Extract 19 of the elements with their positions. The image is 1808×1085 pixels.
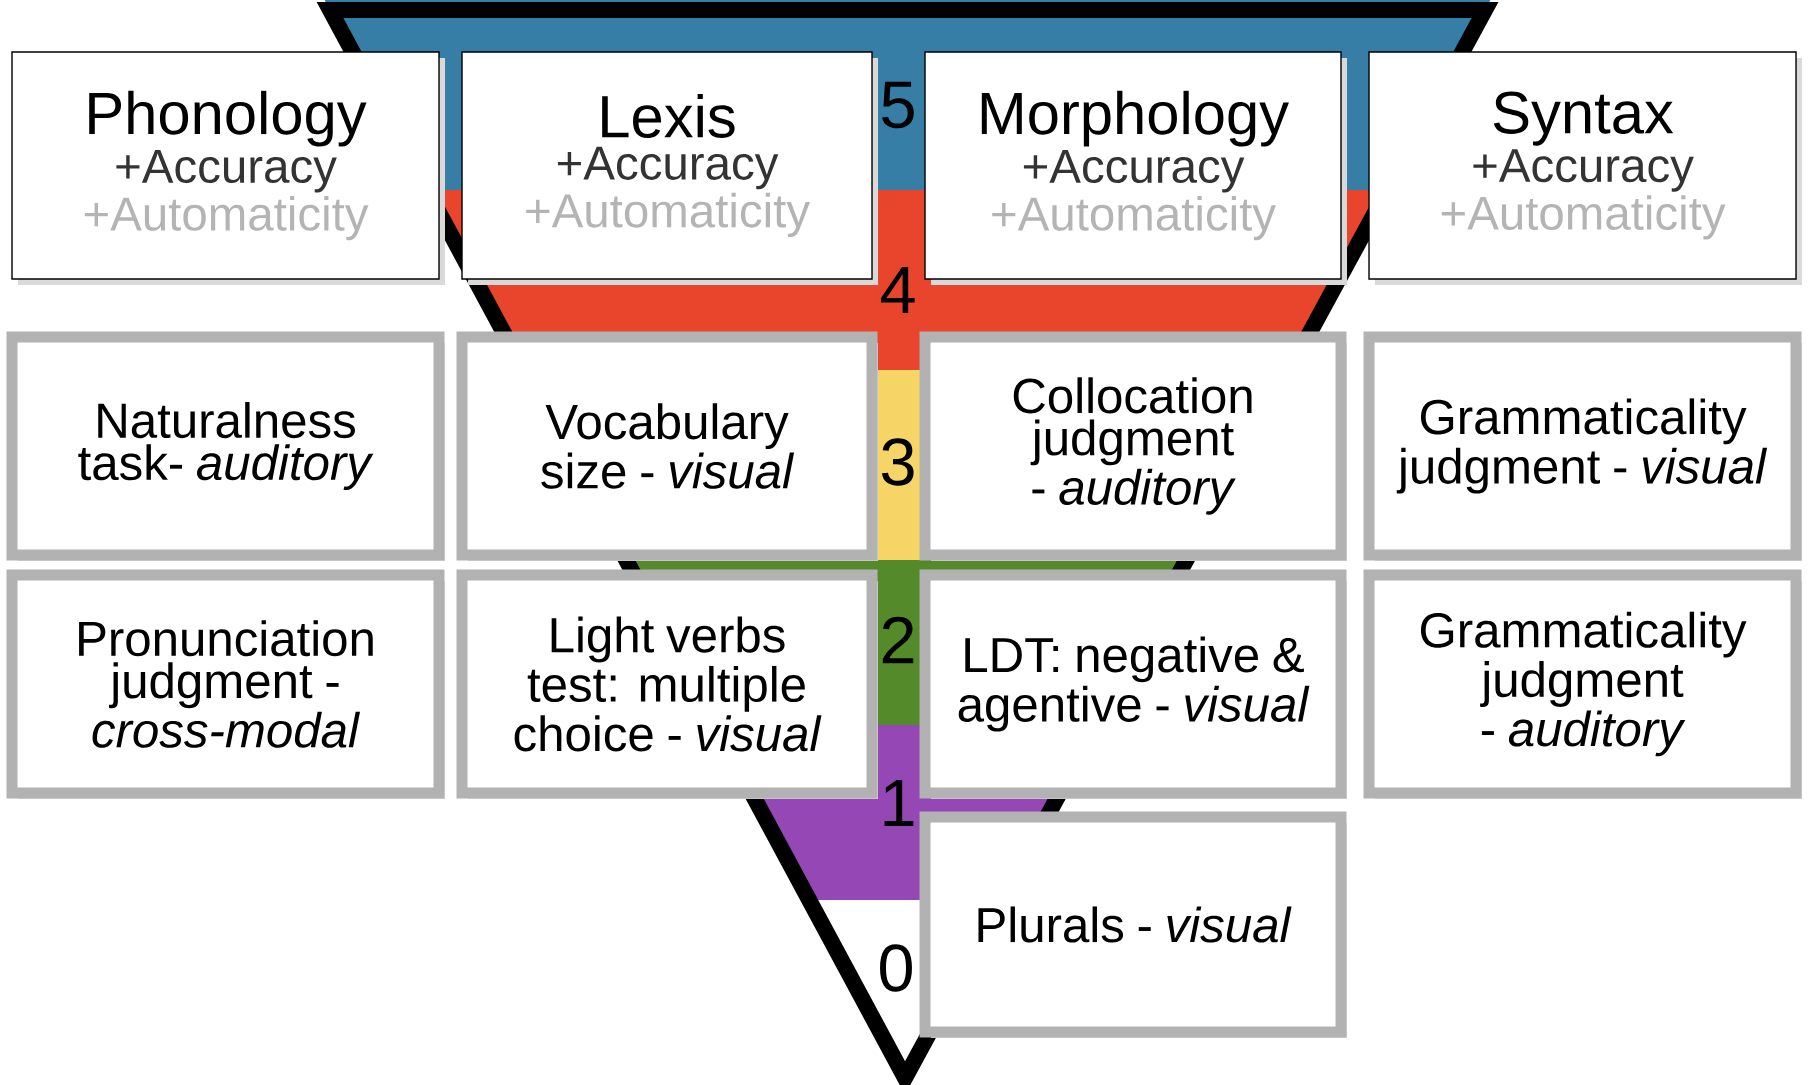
level-number: 2 [882,616,914,664]
level-number: 5 [882,81,914,129]
category-box: Lexis +Accuracy +Automaticity [461,51,878,285]
category-box: Phonology +Accuracy +Automaticity [11,51,445,285]
category-box: Morphology +Accuracy +Automaticity [924,51,1347,285]
level-number: 4 [881,267,915,313]
category-box: Syntax +Accuracy +Automaticity [1368,51,1802,285]
task-box: Grammaticality judgment - visual [1363,331,1802,561]
level-number: 1 [884,780,914,826]
task-box: Plurals - visual [919,811,1347,1038]
task-box: Vocabulary size - visual [456,331,878,561]
task-box: Pronunciation judgment - cross-modal [6,569,445,799]
task-box: Naturalness task- auditory [6,331,445,561]
level-number: 0 [880,944,912,992]
task-box: LDT: negative & agentive - visual [919,569,1347,799]
level-number: 3 [882,438,914,486]
task-box: Grammaticality judgment - auditory [1363,569,1802,799]
task-box: Collocation judgment - auditory [919,331,1347,561]
task-box: Light verbs test: multiple choice - visual [456,569,878,799]
